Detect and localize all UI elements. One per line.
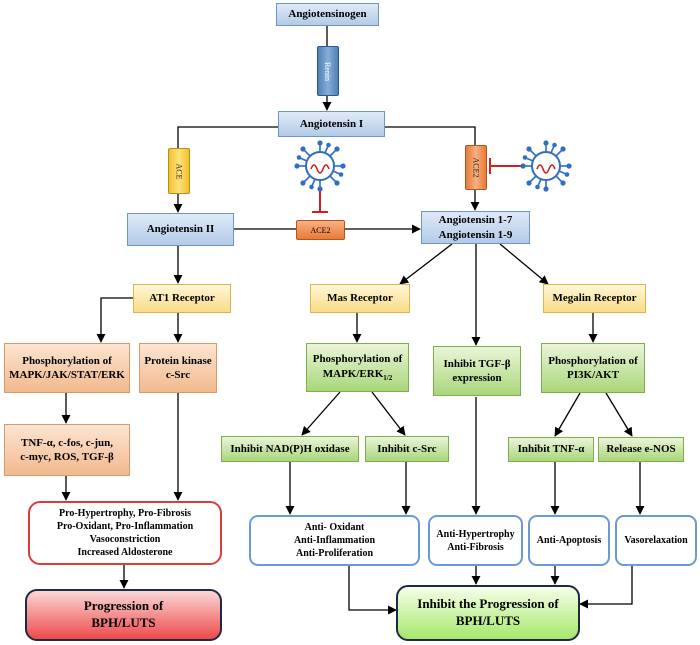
- anti-hypertrophy-line1: Anti-Hypertrophy: [436, 528, 515, 540]
- renin-label: Renin: [323, 61, 333, 81]
- progression-bph-node: Progression of BPH/LUTS: [25, 589, 222, 641]
- inhibit-nadph-node: Inhibit NAD(P)H oxidase: [221, 436, 359, 462]
- mas-receptor-node: Mas Receptor: [310, 284, 410, 313]
- vasorelaxation-outcome: Vasorelaxation: [615, 515, 697, 566]
- renin-enzyme: Renin: [317, 46, 339, 96]
- anti-oxidant-line2: Anti-Inflammation: [293, 535, 376, 546]
- phosphorylation-erk-line2: MAPK/ERK1/2: [323, 367, 392, 383]
- pro-effects-outcome: Pro-Hypertrophy, Pro-Fibrosis Pro-Oxidan…: [28, 501, 222, 565]
- mapk-erk-label: MAPK/ERK: [322, 367, 384, 380]
- angiotensin-1-9-label: Angiotensin 1-9: [438, 228, 513, 241]
- ace2-enzyme-vertical: ACE2: [465, 145, 487, 190]
- protein-kinase-line2: c-Src: [165, 369, 191, 381]
- inhibit-tgf-line1: Inhibit TGF-β: [443, 357, 511, 370]
- progression-line1: Progression of: [83, 598, 164, 614]
- pro-effects-line4: Increased Aldosterone: [77, 547, 173, 558]
- at1-receptor-node: AT1 Receptor: [133, 284, 231, 313]
- protein-kinase-node: Protein kinase c-Src: [139, 343, 217, 393]
- anti-oxidant-line3: Anti-Proliferation: [295, 548, 374, 559]
- tnf-mediators-line2: c-myc, ROS, TGF-β: [20, 451, 114, 463]
- phosphorylation-erk-node: Phosphorylation of MAPK/ERK1/2: [306, 343, 409, 392]
- megalin-receptor-node: Megalin Receptor: [543, 284, 646, 313]
- phosphorylation-pi3k-node: Phosphorylation of PI3K/AKT: [541, 343, 645, 393]
- anti-oxidant-line1: Anti- Oxidant: [304, 522, 365, 533]
- inhibit-tgf-line2: expression: [452, 372, 502, 384]
- tnf-mediators-line1: TNF-α, c-fos, c-jun,: [21, 436, 113, 449]
- phosphorylation-pi3k-line2: PI3K/AKT: [567, 369, 619, 381]
- angiotensin-1-7-label: Angiotensin 1-7: [438, 214, 513, 227]
- ace-enzyme: ACE: [168, 148, 190, 194]
- pro-effects-line3: Vasoconstriction: [89, 534, 161, 545]
- phosphorylation-pi3k-line1: Phosphorylation of: [548, 354, 638, 367]
- release-enos-node: Release e-NOS: [598, 437, 684, 462]
- angiotensin-2-node: Angiotensin II: [127, 213, 234, 246]
- progression-line2: BPH/LUTS: [91, 615, 156, 630]
- inhibit-tnf-alpha-node: Inhibit TNF-α: [508, 437, 594, 462]
- angiotensin-1-node: Angiotensin I: [278, 111, 385, 137]
- anti-hypertrophy-outcome: Anti-Hypertrophy Anti-Fibrosis: [428, 515, 523, 566]
- angiotensin-1-7-node: Angiotensin 1-7 Angiotensin 1-9: [421, 211, 530, 244]
- inhibit-csrc-node: Inhibit c-Src: [365, 436, 449, 462]
- inhibit-progression-line2: BPH/LUTS: [455, 613, 521, 628]
- phosphorylation-mapk-node: Phosphorylation of MAPK/JAK/STAT/ERK: [4, 343, 130, 393]
- ace2-enzyme-horizontal: ACE2: [296, 220, 345, 240]
- phosphorylation-erk-line1: Phosphorylation of: [312, 353, 403, 366]
- pro-effects-line1: Pro-Hypertrophy, Pro-Fibrosis: [58, 508, 192, 519]
- coronavirus-icon: [294, 140, 346, 192]
- pro-effects-line2: Pro-Oxidant, Pro-Inflammation: [56, 521, 194, 532]
- coronavirus-icon: [520, 140, 572, 192]
- phosphorylation-mapk-line2: MAPK/JAK/STAT/ERK: [9, 369, 125, 381]
- inhibit-progression-line1: Inhibit the Progression of: [417, 596, 559, 612]
- ace2-vertical-label: ACE2: [471, 157, 481, 178]
- phosphorylation-mapk-line1: Phosphorylation of: [22, 354, 112, 367]
- anti-oxidant-outcome: Anti- Oxidant Anti-Inflammation Anti-Pro…: [249, 515, 420, 566]
- anti-apoptosis-outcome: Anti-Apoptosis: [528, 515, 610, 566]
- inhibit-progression-node: Inhibit the Progression of BPH/LUTS: [396, 585, 580, 641]
- erk-subscript: 1/2: [383, 373, 393, 382]
- angiotensinogen-node: Angiotensinogen: [276, 3, 379, 26]
- tnf-mediators-node: TNF-α, c-fos, c-jun, c-myc, ROS, TGF-β: [4, 424, 130, 476]
- ace-label: ACE: [174, 163, 184, 179]
- inhibit-tgf-node: Inhibit TGF-β expression: [433, 346, 521, 396]
- anti-hypertrophy-line2: Anti-Fibrosis: [447, 541, 504, 553]
- protein-kinase-line1: Protein kinase: [144, 354, 212, 367]
